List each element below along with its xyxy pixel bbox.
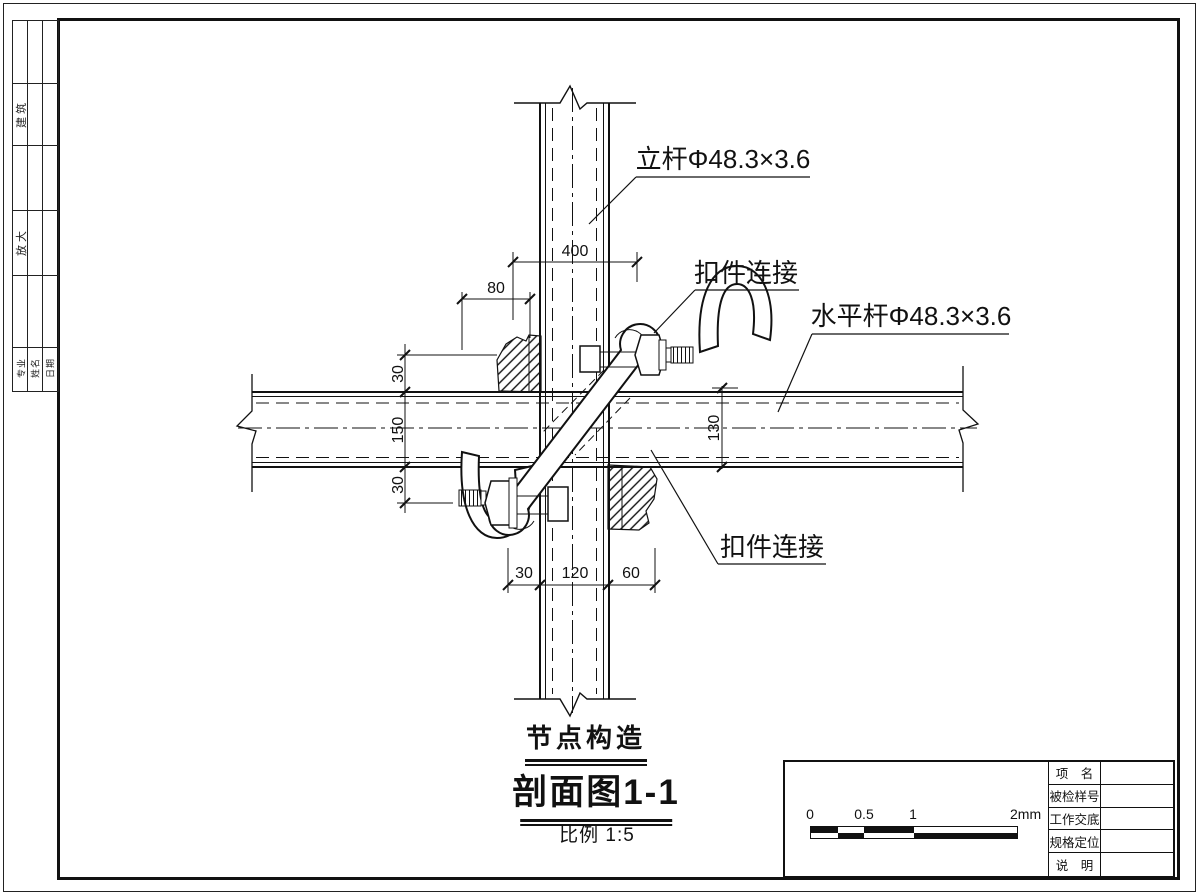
label-vertical-pole: 立杆Φ48.3×3.6 [636, 144, 811, 174]
dim-left-mid: 150 [390, 417, 407, 444]
dim-left-lower: 30 [390, 476, 407, 494]
row-value [1101, 785, 1173, 807]
title-underline [525, 764, 647, 766]
drawing-frame [57, 18, 1180, 880]
scale-segment [914, 832, 1017, 838]
label-horizontal-pole: 水平杆Φ48.3×3.6 [811, 301, 1012, 331]
bolt-lower [458, 477, 569, 529]
strip-divider [13, 83, 58, 85]
strip-divider [13, 210, 58, 212]
strip-divider [42, 21, 44, 391]
section-title-text: 剖面图1-1 [512, 773, 680, 812]
dimension-texts: 400 80 30 150 30 130 30 120 60 [390, 243, 723, 582]
dim-offset: 80 [487, 280, 505, 297]
pipe-break-right [958, 366, 980, 492]
label-coupler-top: 扣件连接 [694, 258, 798, 288]
bolt-upper [579, 334, 694, 376]
scale-segment [864, 832, 914, 838]
coupler-hook-upper [698, 264, 773, 354]
label-coupler-bottom: 扣件连接 [720, 532, 824, 562]
scale-segment [838, 827, 864, 833]
scalebar-tick-05: 0.5 [854, 806, 874, 822]
title-block-table: 项 名 被检样号 工作交底 规格定位 说 明 [1048, 762, 1173, 876]
threaded-shank [670, 346, 694, 364]
vertical-pipe [514, 84, 636, 718]
hidden-edges [542, 369, 631, 456]
pipe-break-left [235, 374, 257, 492]
scale-segment [838, 832, 864, 838]
scalebar-tick-1: 1 [909, 806, 917, 822]
dim-bottom-left: 30 [515, 565, 533, 582]
threaded-shank [458, 489, 482, 507]
callouts: 立杆Φ48.3×3.6 扣件连接 水平杆Φ48.3×3.6 扣件连接 [588, 144, 1012, 565]
signoff-strip: 建筑 放大 专业 姓名 日期 [12, 20, 59, 392]
table-row: 被检样号 [1049, 784, 1173, 808]
row-label: 项 名 [1049, 762, 1101, 784]
title-underline [525, 759, 647, 762]
node-title-text: 节点构造 [525, 723, 646, 753]
dim-right: 130 [706, 415, 723, 442]
info-block: 0 0.5 1 2mm 项 名 被检样号 [783, 760, 1175, 878]
strip-divider [13, 145, 58, 147]
title-underline [520, 819, 672, 822]
gusset-lower [607, 464, 658, 531]
sheet-outer-border [3, 3, 1196, 892]
row-label: 规格定位 [1049, 830, 1101, 853]
pipe-break-bottom [514, 691, 636, 718]
row-label: 被检样号 [1049, 784, 1101, 807]
dim-bottom-right: 60 [622, 565, 640, 582]
scale-segment [811, 827, 838, 833]
strip-divider [27, 21, 29, 391]
dim-bottom-mid: 120 [562, 565, 589, 582]
table-row: 工作交底 [1049, 807, 1173, 831]
strip-divider [13, 347, 58, 349]
strip-divider [13, 275, 58, 277]
table-row: 规格定位 [1049, 830, 1173, 854]
gusset-hatching [496, 334, 658, 531]
row-value [1101, 853, 1173, 876]
scale-segment [811, 832, 838, 838]
table-row: 说 明 [1049, 853, 1173, 876]
drawing-title: 剖面图1-1 [512, 764, 680, 826]
scale-note: 比例 1:5 [559, 825, 635, 846]
pipe-break-top [514, 84, 636, 111]
row-label: 工作交底 [1049, 807, 1101, 830]
dimensions [397, 252, 738, 593]
scalebar-tick-2mm: 2mm [1010, 806, 1042, 822]
table-row: 项 名 [1049, 762, 1173, 785]
scale-segment [914, 827, 1017, 833]
dim-top: 400 [562, 243, 589, 260]
hex-nut [634, 334, 666, 376]
row-label: 说 明 [1049, 853, 1101, 876]
drawing-subtitle: 节点构造 [525, 718, 647, 766]
scale-segment [864, 827, 914, 833]
row-value [1101, 830, 1173, 852]
row-value [1101, 762, 1173, 784]
scalebar-tick-0: 0 [806, 806, 814, 822]
graphic-scale-bar [810, 826, 1018, 839]
dim-left-upper: 30 [390, 365, 407, 383]
title-underline [520, 824, 672, 826]
row-value [1101, 808, 1173, 830]
gusset-upper [496, 334, 542, 393]
